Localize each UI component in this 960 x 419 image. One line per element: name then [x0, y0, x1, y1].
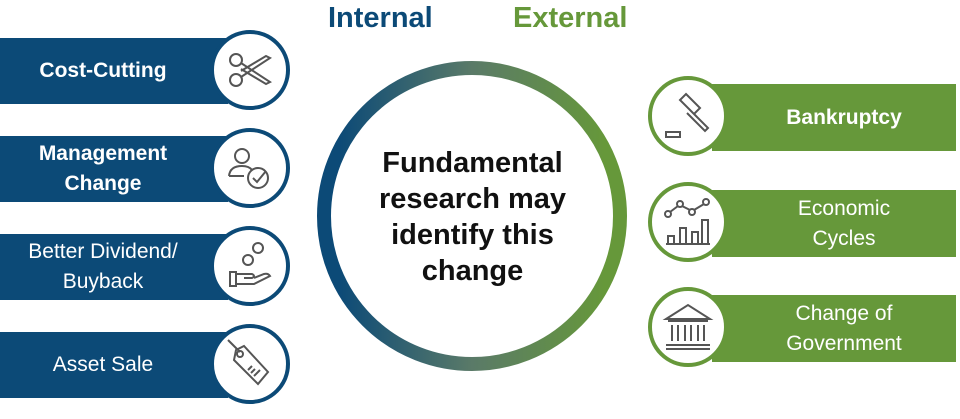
item-label: Change of Government [786, 301, 902, 355]
government-building-icon [648, 287, 728, 367]
item-label: Bankruptcy [786, 105, 902, 129]
item-label: Economic Cycles [797, 196, 891, 250]
item-label: Better Dividend/ Buyback [28, 240, 178, 293]
person-check-icon [210, 128, 290, 208]
item-economic-cycles: Economic Cycles [712, 190, 956, 257]
line-bar-chart-icon [648, 182, 728, 262]
internal-heading: Internal [328, 2, 433, 34]
item-asset-sale: Asset Sale [0, 332, 228, 398]
item-management-change: Management Change [0, 136, 228, 202]
price-tag-icon [210, 324, 290, 404]
item-label: Asset Sale [52, 353, 154, 376]
center-statement: Fundamental research may identify this c… [378, 147, 567, 287]
item-label: Management Change [38, 142, 168, 195]
external-heading: External [513, 2, 628, 34]
item-label: Cost-Cutting [39, 59, 167, 82]
item-better-dividend: Better Dividend/ Buyback [0, 234, 228, 300]
item-bankruptcy: Bankruptcy [712, 84, 956, 151]
center-ring [317, 61, 627, 371]
hand-coins-icon [210, 226, 290, 306]
scissors-icon [210, 30, 290, 110]
item-change-of-government: Change of Government [712, 295, 956, 362]
item-cost-cutting: Cost-Cutting [0, 38, 228, 104]
gavel-icon [648, 76, 728, 156]
